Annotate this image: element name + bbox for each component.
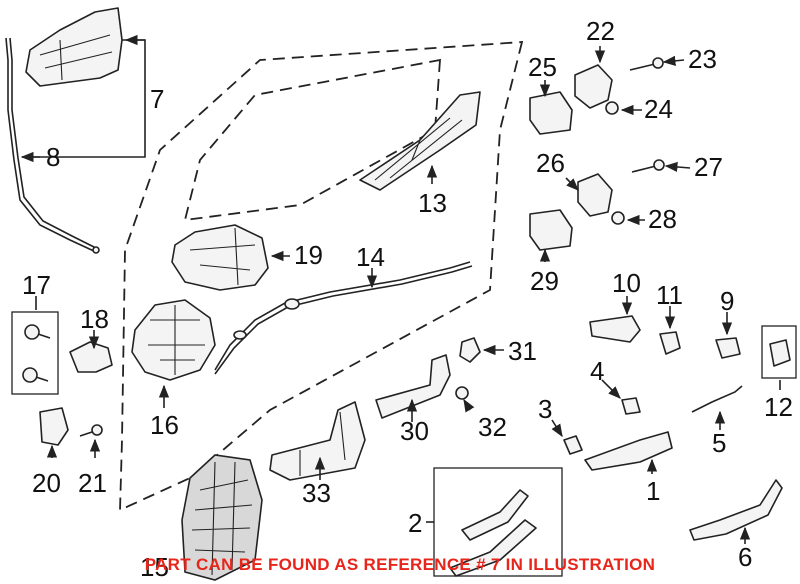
callout-19: 19 <box>294 240 323 270</box>
part-28-bushing <box>611 211 625 225</box>
callout-22: 22 <box>586 16 615 46</box>
callout-16: 16 <box>150 410 179 440</box>
part-5-handle-bracket <box>691 385 743 413</box>
callout-23: 23 <box>688 44 717 74</box>
callout-31: 31 <box>508 336 537 366</box>
part-4-gasket <box>621 397 641 415</box>
part-33-support <box>269 401 366 481</box>
callout-11: 11 <box>656 280 683 310</box>
callout-12: 12 <box>764 392 793 422</box>
callout-26: 26 <box>536 148 565 178</box>
part-26-hinge <box>577 173 613 217</box>
part-11-cap <box>659 331 681 355</box>
callout-8: 8 <box>46 142 60 172</box>
callout-27: 27 <box>694 152 723 182</box>
callout-7: 7 <box>150 84 164 114</box>
callout-4: 4 <box>590 356 604 386</box>
reference-caption: PART CAN BE FOUND AS REFERENCE # 7 IN IL… <box>144 555 656 574</box>
callout-29: 29 <box>530 266 559 296</box>
part-32-screw <box>455 386 469 400</box>
part-14-rod <box>214 261 473 375</box>
callout-labels: 1 2 3 4 5 6 7 8 9 10 11 12 13 14 15 16 1… <box>22 16 793 582</box>
part-20-plate <box>39 407 69 446</box>
part-6-handle-trim <box>689 479 783 541</box>
callout-18: 18 <box>80 304 109 334</box>
callout-6: 6 <box>738 542 752 572</box>
part-19-latch-cover <box>171 224 269 291</box>
callout-30: 30 <box>400 416 429 446</box>
part-17-screw-set <box>11 311 59 395</box>
callout-25: 25 <box>528 52 557 82</box>
part-15-carrier-panel <box>181 454 263 581</box>
callout-17: 17 <box>22 270 51 300</box>
callout-14: 14 <box>356 242 385 272</box>
part-8-cable <box>5 37 100 254</box>
callout-24: 24 <box>644 94 673 124</box>
part-10-lock-cylinder <box>589 315 641 343</box>
callout-21: 21 <box>78 468 107 498</box>
callout-20: 20 <box>32 468 61 498</box>
part-23-bolt <box>629 57 664 71</box>
part-30-door-check <box>375 354 451 419</box>
part-13-window-guide <box>359 91 481 191</box>
part-7-lock-module <box>25 7 123 87</box>
callout-33: 33 <box>302 478 331 508</box>
part-31-seal <box>459 337 481 363</box>
part-25-bracket <box>529 91 573 135</box>
part-18-bracket <box>69 341 113 373</box>
part-2-handle-kit <box>433 467 563 577</box>
part-24-bushing <box>605 101 619 115</box>
part-9-cap <box>715 337 741 359</box>
callout-2: 2 <box>408 508 422 538</box>
callout-5: 5 <box>712 428 726 458</box>
part-22-hinge <box>574 64 613 109</box>
callout-9: 9 <box>720 286 734 316</box>
callout-3: 3 <box>538 394 552 424</box>
part-27-bolt <box>631 159 665 173</box>
callout-1: 1 <box>646 476 660 506</box>
callout-32: 32 <box>478 412 507 442</box>
part-29-bracket <box>529 209 573 251</box>
callout-15: 15 <box>140 552 169 582</box>
callout-13: 13 <box>418 188 447 218</box>
part-3-cap <box>563 435 583 455</box>
part-12-cover <box>761 325 797 379</box>
callout-10: 10 <box>612 268 641 298</box>
door-outline <box>119 41 524 512</box>
callout-28: 28 <box>648 204 677 234</box>
part-16-door-latch <box>131 299 216 381</box>
part-1-outer-handle <box>584 431 673 471</box>
part-21-screw <box>79 424 103 437</box>
